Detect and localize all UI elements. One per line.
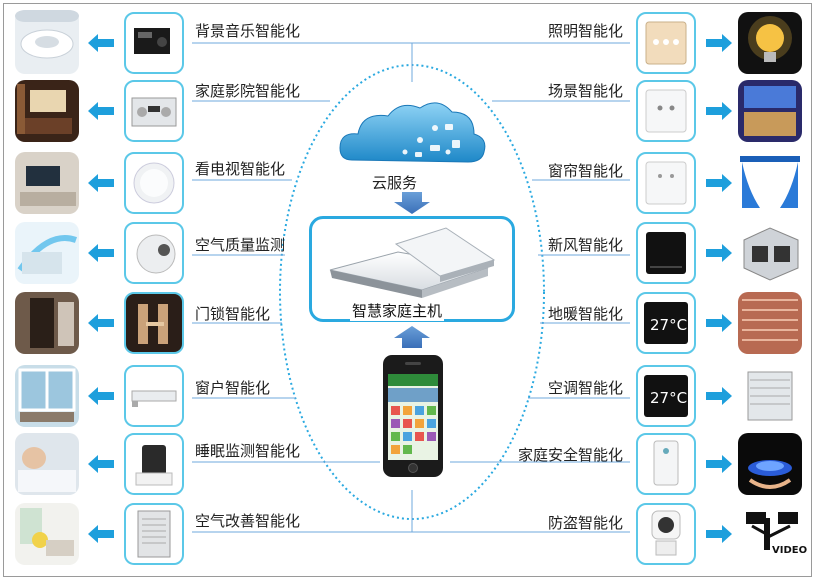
home-theater-photo bbox=[15, 80, 79, 142]
left-arrow-icon bbox=[88, 34, 114, 52]
svg-text:27°C: 27°C bbox=[650, 389, 687, 407]
down-arrow-icon bbox=[394, 192, 430, 214]
speaker-device-thumb bbox=[124, 12, 184, 74]
security-camera-photo bbox=[738, 503, 802, 565]
left-photos bbox=[15, 10, 79, 565]
ac-thermostat-thumb: 27°C bbox=[636, 365, 696, 427]
left-arrow-icon bbox=[88, 525, 114, 543]
bright-living-room-photo bbox=[15, 503, 79, 565]
round-ir-controller-thumb bbox=[124, 152, 184, 214]
smart-home-hub-label: 智慧家庭主机 bbox=[350, 300, 445, 321]
label-sleep-monitor: 睡眠监测智能化 bbox=[195, 442, 301, 460]
gas-flame-photo bbox=[738, 433, 802, 495]
smart-lock-thumb bbox=[124, 292, 184, 354]
window-view-photo bbox=[15, 365, 79, 427]
label-tv: 看电视智能化 bbox=[195, 160, 286, 178]
label-lighting: 照明智能化 bbox=[547, 22, 623, 40]
right-arrow-icon bbox=[706, 244, 732, 262]
bedroom-scene-photo bbox=[738, 80, 802, 142]
window-motor-thumb bbox=[124, 365, 184, 427]
air-sensor-ball-thumb bbox=[124, 222, 184, 284]
right-arrow-icon bbox=[706, 387, 732, 405]
connector-lines bbox=[192, 42, 630, 533]
right-arrow-icon bbox=[706, 525, 732, 543]
thermostat-thumb: 27°C bbox=[636, 292, 696, 354]
ac-outdoor-unit-photo bbox=[738, 365, 802, 427]
diagram-frame bbox=[3, 3, 812, 577]
blue-curtain-photo bbox=[738, 152, 802, 214]
right-arrow-icon bbox=[706, 34, 732, 52]
ceiling-speaker-photo bbox=[15, 10, 79, 74]
gas-detector-thumb bbox=[636, 433, 696, 495]
cloud-service-label: 云服务 bbox=[372, 174, 418, 192]
floor-heating-photo bbox=[738, 292, 802, 354]
ip-camera-thumb bbox=[636, 503, 696, 565]
label-window: 窗户智能化 bbox=[195, 379, 271, 397]
up-arrow-icon bbox=[394, 326, 430, 348]
ventilation-unit-photo bbox=[738, 222, 802, 284]
left-arrow-icon bbox=[88, 387, 114, 405]
label-home-theater: 家庭影院智能化 bbox=[195, 82, 301, 100]
left-arrow-icon bbox=[88, 244, 114, 262]
left-arrow-icon bbox=[88, 102, 114, 120]
cloud-icon bbox=[339, 102, 486, 163]
air-purifier-thumb bbox=[124, 503, 184, 565]
front-door-photo bbox=[15, 292, 79, 354]
label-air-improvement: 空气改善智能化 bbox=[195, 512, 301, 530]
label-scene: 场景智能化 bbox=[547, 82, 623, 100]
curtain-switch-thumb bbox=[636, 152, 696, 214]
label-anti-theft: 防盗智能化 bbox=[547, 514, 623, 532]
hub-device-overlay bbox=[329, 227, 496, 298]
right-arrow-icon bbox=[706, 455, 732, 473]
label-home-security: 家庭安全智能化 bbox=[517, 446, 623, 464]
wall-switch-gold-thumb bbox=[636, 12, 696, 74]
label-fresh-air: 新风智能化 bbox=[547, 236, 623, 254]
sleeping-man-photo bbox=[15, 433, 79, 495]
light-bulb-photo bbox=[738, 12, 802, 74]
left-arrow-icon bbox=[88, 314, 114, 332]
video-watermark-text: VIDEO bbox=[772, 545, 808, 556]
sleep-monitor-thumb bbox=[124, 433, 184, 495]
smartphone-icon bbox=[383, 355, 443, 477]
svg-text:27°C: 27°C bbox=[650, 316, 687, 334]
av-receiver-thumb bbox=[124, 80, 184, 142]
label-air-quality: 空气质量监测 bbox=[195, 236, 286, 254]
label-air-conditioning: 空调智能化 bbox=[547, 379, 623, 397]
living-room-tv-photo bbox=[15, 152, 79, 214]
label-floor-heating: 地暖智能化 bbox=[547, 305, 623, 323]
air-flow-room-photo bbox=[15, 222, 79, 284]
black-touch-panel-thumb bbox=[636, 222, 696, 284]
left-arrow-icon bbox=[88, 455, 114, 473]
right-arrow-icon bbox=[706, 174, 732, 192]
label-door-lock: 门锁智能化 bbox=[195, 305, 271, 323]
label-curtain: 窗帘智能化 bbox=[547, 162, 623, 180]
left-arrow-icon bbox=[88, 174, 114, 192]
label-background-music: 背景音乐智能化 bbox=[195, 22, 301, 40]
right-photos bbox=[738, 12, 802, 565]
wall-switch-white-thumb bbox=[636, 80, 696, 142]
right-arrow-icon bbox=[706, 102, 732, 120]
right-arrow-icon bbox=[706, 314, 732, 332]
